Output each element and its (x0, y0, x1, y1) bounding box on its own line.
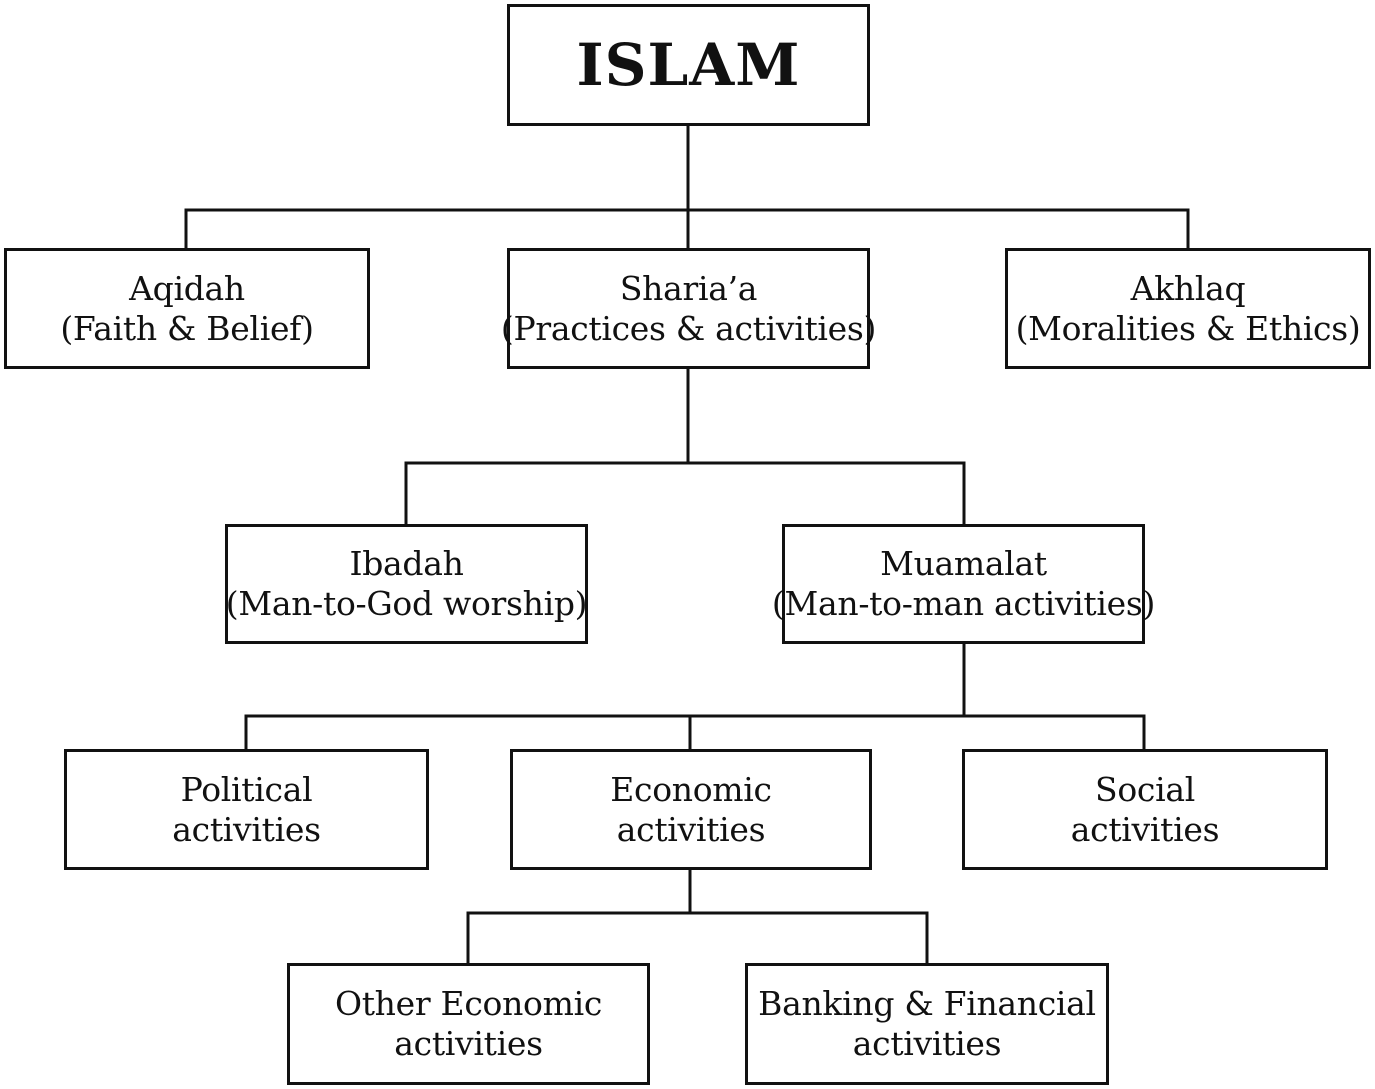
node-muamalat-description: (Man-to-man activities) (771, 584, 1156, 623)
node-political-description: activities (172, 809, 321, 849)
node-ibadah-description: (Man-to-God worship) (225, 584, 588, 623)
node-akhlaq: Akhlaq (Moralities & Ethics) (1005, 248, 1371, 369)
node-social-description: activities (1070, 809, 1220, 849)
node-political: Political activities (64, 749, 429, 870)
node-economic: Economic activities (510, 749, 872, 870)
node-sharia: Sharia’a (Practices & activities) (501, 248, 876, 369)
node-muamalat: Muamalat (Man-to-man activities) (772, 524, 1155, 644)
node-banking-financial: Banking & Financial activities (745, 963, 1109, 1085)
node-economic-description: activities (616, 809, 766, 849)
node-social: Social activities (962, 749, 1328, 870)
node-other-economic-description: activities (394, 1024, 543, 1063)
node-economic-name: Economic (610, 769, 772, 809)
node-banking-financial-description: activities (852, 1024, 1002, 1063)
node-social-name: Social (1095, 769, 1195, 809)
node-aqidah: Aqidah (Faith & Belief) (4, 248, 370, 369)
node-sharia-name: Sharia’a (619, 268, 758, 308)
node-other-economic: Other Economic activities (287, 963, 650, 1085)
node-akhlaq-name: Akhlaq (1130, 268, 1246, 308)
node-muamalat-name: Muamalat (880, 544, 1047, 583)
node-ibadah-name: Ibadah (349, 544, 464, 583)
node-islam-title: ISLAM (576, 31, 801, 99)
node-aqidah-name: Aqidah (129, 268, 245, 308)
node-aqidah-description: (Faith & Belief) (60, 308, 314, 348)
node-political-name: Political (180, 769, 313, 809)
node-sharia-description: (Practices & activities) (500, 308, 877, 348)
node-ibadah: Ibadah (Man-to-God worship) (225, 524, 588, 644)
node-islam: ISLAM (507, 4, 870, 126)
node-banking-financial-name: Banking & Financial (758, 984, 1096, 1023)
node-other-economic-name: Other Economic (334, 984, 603, 1023)
node-akhlaq-description: (Moralities & Ethics) (1015, 308, 1361, 348)
